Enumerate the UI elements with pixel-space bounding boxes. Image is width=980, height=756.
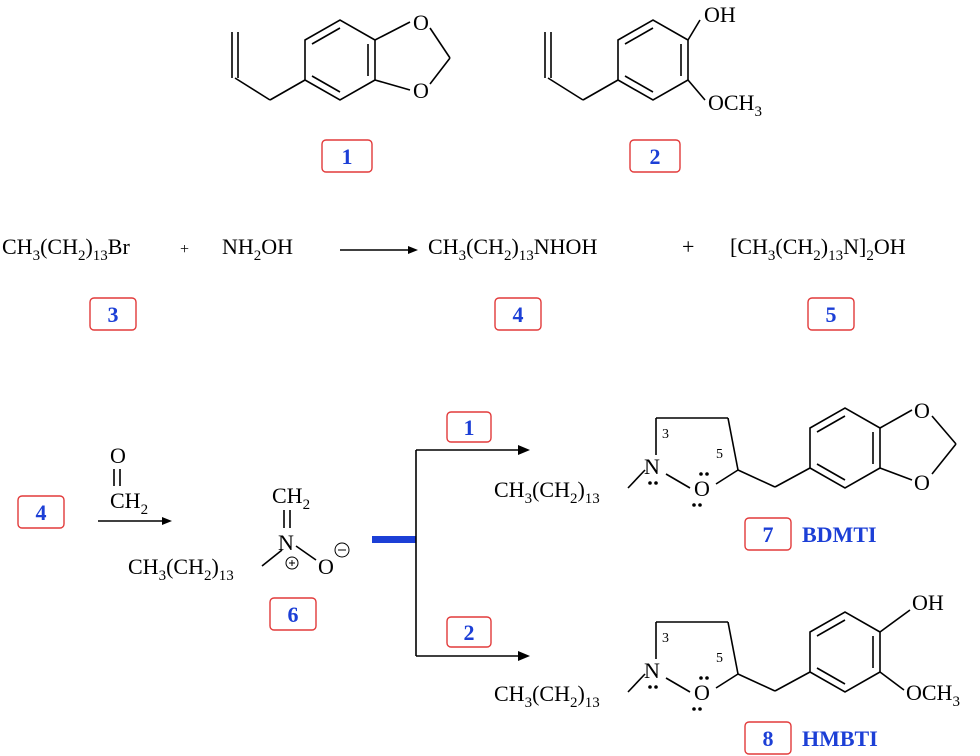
atom-oxygen: O (110, 443, 126, 468)
atom-oxygen: O (694, 680, 710, 705)
compound-label-8: 8 (763, 726, 774, 751)
tetradecyl-chain: CH3(CH2)13 (494, 477, 600, 507)
product-7-structure: CH3(CH2)13 N 3 5 O O O (494, 398, 957, 507)
atom-oxygen: O (413, 10, 429, 35)
compound-label-6: 6 (288, 602, 299, 627)
methylene-group: CH2 (272, 483, 310, 513)
label-box-1 (321, 139, 373, 173)
compound-label-4: 4 (36, 500, 47, 525)
ring-position-5: 5 (716, 651, 723, 666)
atom-oxygen: O (694, 476, 710, 501)
label-box-5 (807, 297, 855, 331)
route-label-2: 2 (464, 620, 475, 645)
atom-oxygen: O (914, 470, 930, 495)
product-byproduct: [CH3(CH2)13N]2OH (730, 234, 906, 264)
tetradecyl-chain: CH3(CH2)13 (494, 681, 600, 711)
ring-position-5: 5 (716, 447, 723, 462)
route-box-1 (446, 411, 492, 443)
label-box-3 (89, 297, 137, 331)
route-box-2 (446, 616, 492, 648)
atom-oxygen: O (914, 398, 930, 423)
negative-charge (334, 542, 350, 558)
plus-sign: + (682, 234, 694, 259)
ring-position-3: 3 (662, 427, 669, 442)
label-box-4 (494, 297, 542, 331)
atom-oxygen: O (413, 78, 429, 103)
arrow-head (162, 517, 172, 525)
label-box-4-reactant (17, 495, 65, 529)
atom-hydroxyl: OH (704, 2, 736, 27)
label-box-2 (629, 139, 681, 173)
compound-label-2: 2 (650, 144, 661, 169)
compound-name-hmbti: HMBTI (802, 726, 878, 751)
atom-oxygen: O (318, 554, 334, 579)
atom-nitrogen: N (644, 658, 660, 683)
compound-label-5: 5 (826, 302, 837, 327)
arrow-head (518, 651, 530, 661)
route-label-1: 1 (464, 415, 475, 440)
plus-sign: + (180, 241, 189, 258)
compound-name-bdmti: BDMTI (802, 522, 877, 547)
atom-methoxy: OCH3 (906, 680, 960, 710)
arrow-head (518, 445, 530, 455)
product-hydroxylamine: CH3(CH2)13NHOH (428, 234, 597, 264)
compound-label-3: 3 (108, 302, 119, 327)
compound-1-structure: O O (231, 10, 451, 103)
nitrone-structure: CH2 N O CH3(CH2)13 (128, 483, 350, 584)
reactant-hydroxylamine: NH2OH (222, 234, 293, 264)
thick-bar (372, 536, 416, 543)
reaction-1: CH3(CH2)13Br + NH2OH CH3(CH2)13NHOH + [C… (2, 234, 906, 264)
arrow-head (408, 246, 418, 254)
product-8-structure: CH3(CH2)13 N 3 5 O OH OCH3 (494, 590, 960, 711)
reactant-tetradecyl-bromide: CH3(CH2)13Br (2, 234, 130, 264)
compound-label-7: 7 (763, 522, 774, 547)
compound-label-1: 1 (342, 144, 353, 169)
formaldehyde-reagent: O CH2 (110, 443, 148, 518)
label-box-7 (744, 517, 792, 551)
atom-methoxy: OCH3 (708, 90, 762, 120)
tetradecyl-chain: CH3(CH2)13 (128, 554, 234, 584)
atom-hydroxyl: OH (912, 590, 944, 615)
label-box-6 (269, 597, 317, 631)
atom-nitrogen: N (644, 454, 660, 479)
branching-arrow (372, 445, 530, 661)
ring-position-3: 3 (662, 631, 669, 646)
compound-2-structure: OH OCH3 (544, 2, 762, 120)
compound-label-4: 4 (513, 302, 524, 327)
atom-nitrogen: N (278, 530, 294, 555)
positive-charge (285, 556, 299, 570)
methylene-group: CH2 (110, 488, 148, 518)
label-box-8 (744, 721, 792, 755)
